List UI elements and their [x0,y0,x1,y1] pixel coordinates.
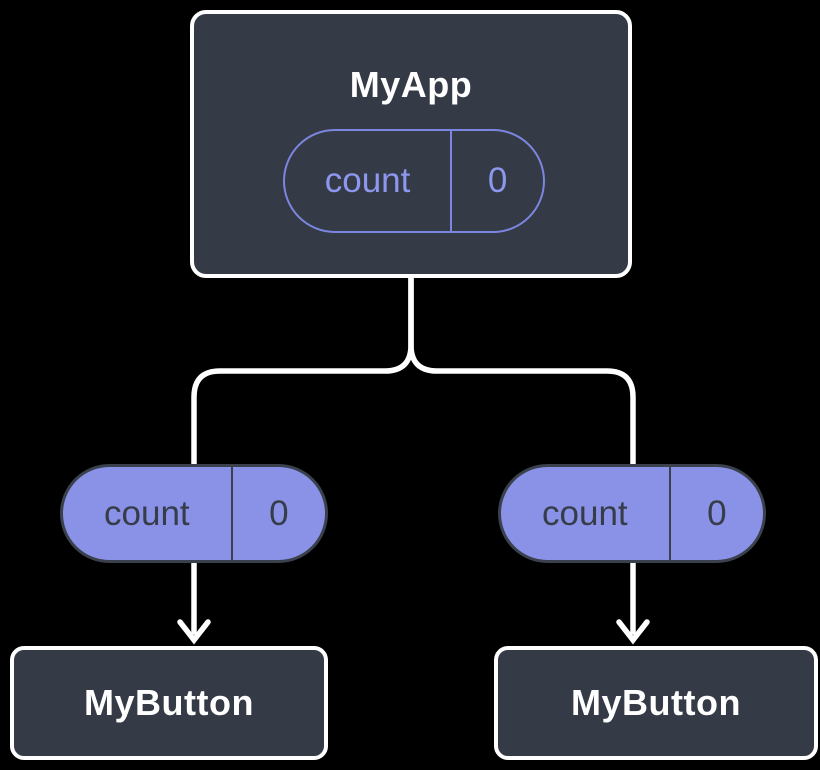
prop-pill-name: count [104,493,190,533]
mybutton-node-left: MyButton [10,646,328,760]
mybutton-label: MyButton [571,682,741,723]
arrow-head-icon [177,619,211,645]
mybutton-label: MyButton [84,682,254,723]
prop-arrow-left [177,555,211,645]
prop-pill-right: count 0 [498,464,766,563]
mybutton-node-right: MyButton [494,646,818,760]
prop-pill-name: count [542,493,628,533]
connector-fork-left [191,271,414,473]
state-pill-name: count [324,161,411,200]
prop-pill-left: count 0 [60,464,328,563]
prop-arrow-right [616,555,650,645]
root-state-pill: count 0 [283,129,545,233]
prop-pill-value: 0 [668,467,763,560]
arrow-head-icon [616,619,650,645]
myapp-node: MyApp count 0 [190,10,632,278]
connector-fork-right [408,271,636,473]
myapp-label: MyApp [349,64,473,105]
state-pill-value: 0 [450,131,543,231]
prop-pill-value: 0 [230,467,325,560]
